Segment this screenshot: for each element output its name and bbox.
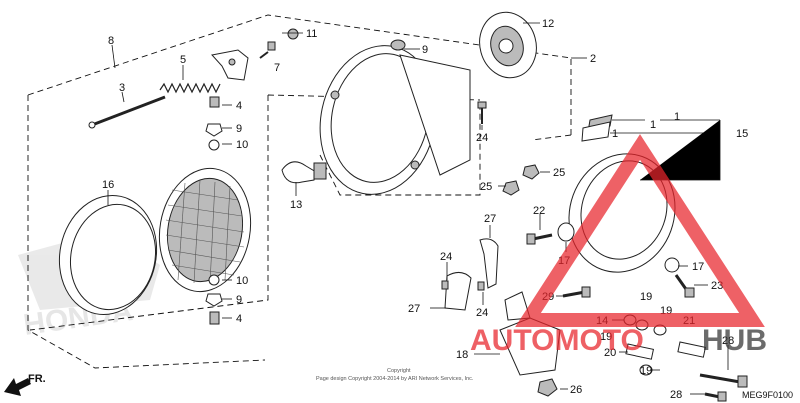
callout-19-c: 19 [600,331,612,343]
bolt-6 [259,41,276,59]
callout-19-a: 19 [640,291,652,303]
headlight-shell [568,153,676,273]
bolt-29 [562,286,591,298]
callout-27-b: 27 [408,303,420,315]
headlight-rim [58,194,158,316]
callout-16: 16 [102,179,114,191]
callout-1-a: 1 [674,111,680,123]
callout-13: 13 [290,199,302,211]
sleeve-21 [677,341,707,358]
diagram-code: MEG9F0100 [742,390,793,400]
callout-26: 26 [570,384,582,396]
callout-9-upper: 9 [236,123,242,135]
callout-12: 12 [542,18,554,30]
headlight-case [319,45,471,195]
callout-28-b: 28 [670,389,682,401]
callout-15: 15 [736,128,748,140]
callout-4-lower: 4 [236,313,242,325]
callout-25-b: 25 [480,181,492,193]
headlight-bulb [281,161,327,184]
headlight-lens [158,167,252,293]
callout-18: 18 [456,349,468,361]
callout-25-a: 25 [553,167,565,179]
callout-7: 8 [108,35,114,47]
spring [159,82,221,94]
collar-17b [664,257,680,273]
bolt-22a [526,233,553,245]
callout-8: 9 [422,44,428,56]
nut-11 [287,28,299,40]
screw-set-lower [205,274,223,325]
front-direction-arrow: FR. [4,373,46,396]
leader-lines [107,22,729,395]
callout-9-lower: 9 [236,294,242,306]
callout-24-a: 24 [440,251,452,263]
assembly-outline [27,14,572,369]
bolt-22b [674,274,695,298]
callout-1-c: 1 [612,128,618,140]
callout-27-a: 27 [484,213,496,225]
callout-4-upper: 4 [236,100,242,112]
callout-24-b: 24 [476,307,488,319]
nut-26 [537,378,558,397]
grommet-8 [390,39,406,51]
front-direction-label: FR. [28,373,46,385]
sleeve-20 [625,343,655,360]
callout-10-lower: 10 [236,275,248,287]
watermark-word-a: AUTOMOTO [470,324,644,357]
callout-17-b: 17 [692,261,704,273]
callout-23: 24 [476,132,488,144]
callout-28-a: 28 [722,335,734,347]
callout-19-d: 19 [640,365,652,377]
bolt-28b [704,391,727,402]
bolt-28a [699,373,748,388]
screw-23 [477,101,487,124]
nut-25b [502,180,520,196]
copyright-line1: Copyright [387,368,411,374]
clamp-27 [479,238,499,289]
nut-25a [522,164,540,180]
callout-22-a: 22 [533,205,545,217]
callout-20: 20 [604,347,616,359]
stay-bracket [444,272,472,311]
callout-6: 7 [274,62,280,74]
callout-10-upper: 10 [236,139,248,151]
callout-5: 5 [180,54,186,66]
watermark-word-b: HUB [702,324,767,357]
headlight-stay [499,291,561,376]
screw-24b [477,281,485,291]
screw-set-upper [205,96,223,151]
rear-cover [479,11,537,79]
label-set [581,114,613,142]
adjusting-screw [88,95,166,129]
callout-1-b: 1 [650,119,656,131]
automotohub-watermark: AUTOMOTO HUB [470,134,767,357]
copyright-line2: Page design Copyright 2004-2014 by ARI N… [316,376,474,382]
mounting-bracket [211,49,249,81]
callout-3: 3 [119,82,125,94]
callout-2: 2 [590,53,596,65]
collar-17a [557,222,575,242]
screw-24a [441,280,449,290]
watermark-triangle [515,134,765,327]
callout-11: 11 [306,28,317,40]
